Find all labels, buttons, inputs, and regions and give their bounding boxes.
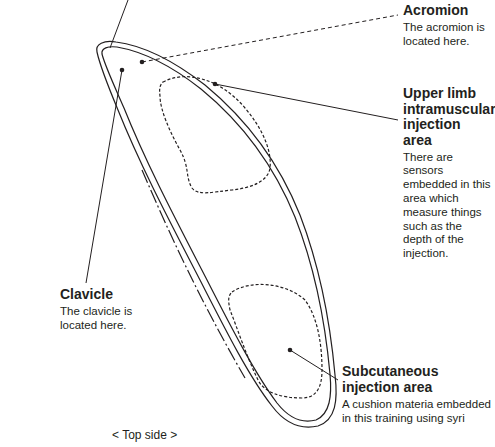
leader-line [142,15,398,62]
subcutaneous-region [229,284,322,398]
part-heading: Upper limb intramuscular injection area [403,86,493,149]
part-heading: Acromion [403,3,493,19]
leader-line [290,350,338,380]
intramuscular-region [160,77,271,193]
leader-dot [140,60,145,65]
leader-line [110,0,128,48]
view-caption: < Top side > [112,428,177,442]
leader-dot [120,68,125,73]
leader-dot [213,82,218,87]
pad-inner-outline [102,47,331,421]
edge-line [142,170,245,378]
part-heading: Clavicle [60,287,160,303]
part-note: There are sensors embedded in this area … [403,151,493,261]
leader-line [86,70,122,283]
part-note: A cushion materia embedded in this train… [342,398,492,426]
pad-outline [97,41,336,427]
part-heading: Subcutaneous injection area [342,364,492,395]
part-note: The acromion is located here. [403,21,493,49]
leader-line [215,84,398,120]
leader-dot [288,348,293,353]
part-note: The clavicle is located here. [60,305,160,333]
